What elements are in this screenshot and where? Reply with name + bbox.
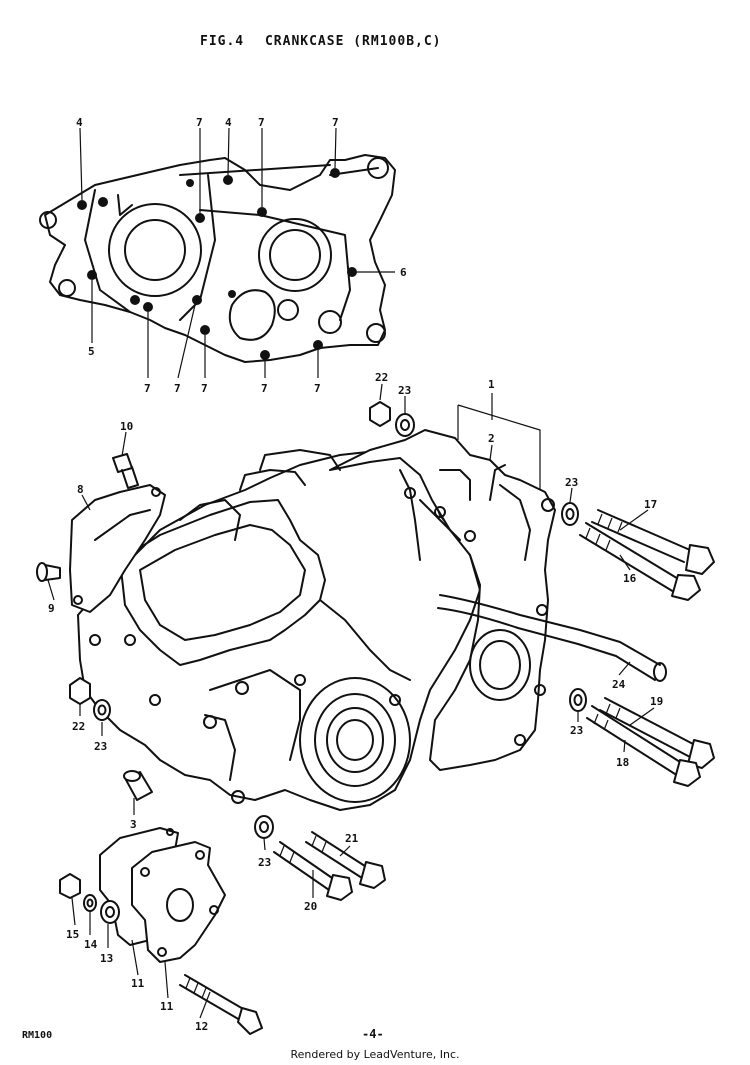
callout-23c: 23 [570,724,583,737]
callout-6: 6 [400,266,407,279]
callout-23d: 23 [94,740,107,753]
washer-23-right-bottom [569,688,587,712]
callout-2: 2 [488,432,495,445]
nut-22-lower-drawing [69,677,111,721]
callout-13: 13 [100,952,113,965]
callout-7d: 7 [144,382,151,395]
nut-22-upper-drawing [369,401,415,437]
model-code: RM100 [22,1030,53,1041]
callout-11a: 11 [131,977,145,990]
callout-7g: 7 [261,382,268,395]
callout-7c: 7 [332,116,339,129]
callout-7e: 7 [174,382,181,395]
callout-1: 1 [488,378,495,391]
callout-14: 14 [84,938,98,951]
bolt-10-drawing [112,453,139,489]
washer-23-bottom [254,815,274,839]
callout-16: 16 [623,572,637,585]
cover-plate-8-drawing [69,484,166,613]
washer-23-right-top [561,502,579,526]
callout-24: 24 [612,678,626,691]
callout-18: 18 [616,756,629,769]
stud-12-drawing [179,974,263,1035]
callout-12: 12 [195,1020,208,1033]
callout-23e: 23 [258,856,271,869]
callout-23b: 23 [565,476,578,489]
callout-23a: 23 [398,384,411,397]
callout-labels: 4 7 4 7 7 6 5 7 7 7 7 7 22 23 1 2 10 8 9… [48,116,663,1033]
main-leader-lines [47,383,655,1019]
nut-15-washers-14-13-drawing [59,873,120,924]
plates-11-drawing [99,827,226,963]
gasket-leader-lines [79,127,395,379]
bolt-9-drawing [36,562,61,582]
render-credit: Rendered by LeadVenture, Inc. [290,1048,460,1061]
callout-7a: 7 [196,116,203,129]
bolts-16-17-drawing [579,509,715,601]
callout-15: 15 [66,928,79,941]
callout-8: 8 [77,483,84,496]
callout-3: 3 [130,818,137,831]
callout-22a: 22 [375,371,388,384]
callout-20: 20 [304,900,317,913]
figure-title: FIG.4 CRANKCASE (RM100B,C) [200,34,442,49]
callout-7h: 7 [314,382,321,395]
callout-9: 9 [48,602,55,615]
callout-7b: 7 [258,116,265,129]
bolts-20-21-drawing [273,831,386,901]
callout-21: 21 [345,832,359,845]
callout-4b: 4 [225,116,232,129]
crankcase-halves-drawing [77,429,667,811]
callout-7f: 7 [201,382,208,395]
callout-19: 19 [650,695,663,708]
callout-22b: 22 [72,720,85,733]
bolts-18-19-drawing [586,697,715,787]
callout-11b: 11 [160,1000,174,1013]
crankcase-gasket-drawing [39,154,396,363]
dowel-pin-3-drawing [123,770,153,801]
callout-5: 5 [88,345,95,358]
callout-17: 17 [644,498,657,511]
callout-10: 10 [120,420,133,433]
figure-number: FIG.4 [200,34,245,49]
figure-caption: CRANKCASE (RM100B,C) [264,34,442,49]
page-number: -4- [362,1027,384,1041]
callout-4a: 4 [76,116,83,129]
